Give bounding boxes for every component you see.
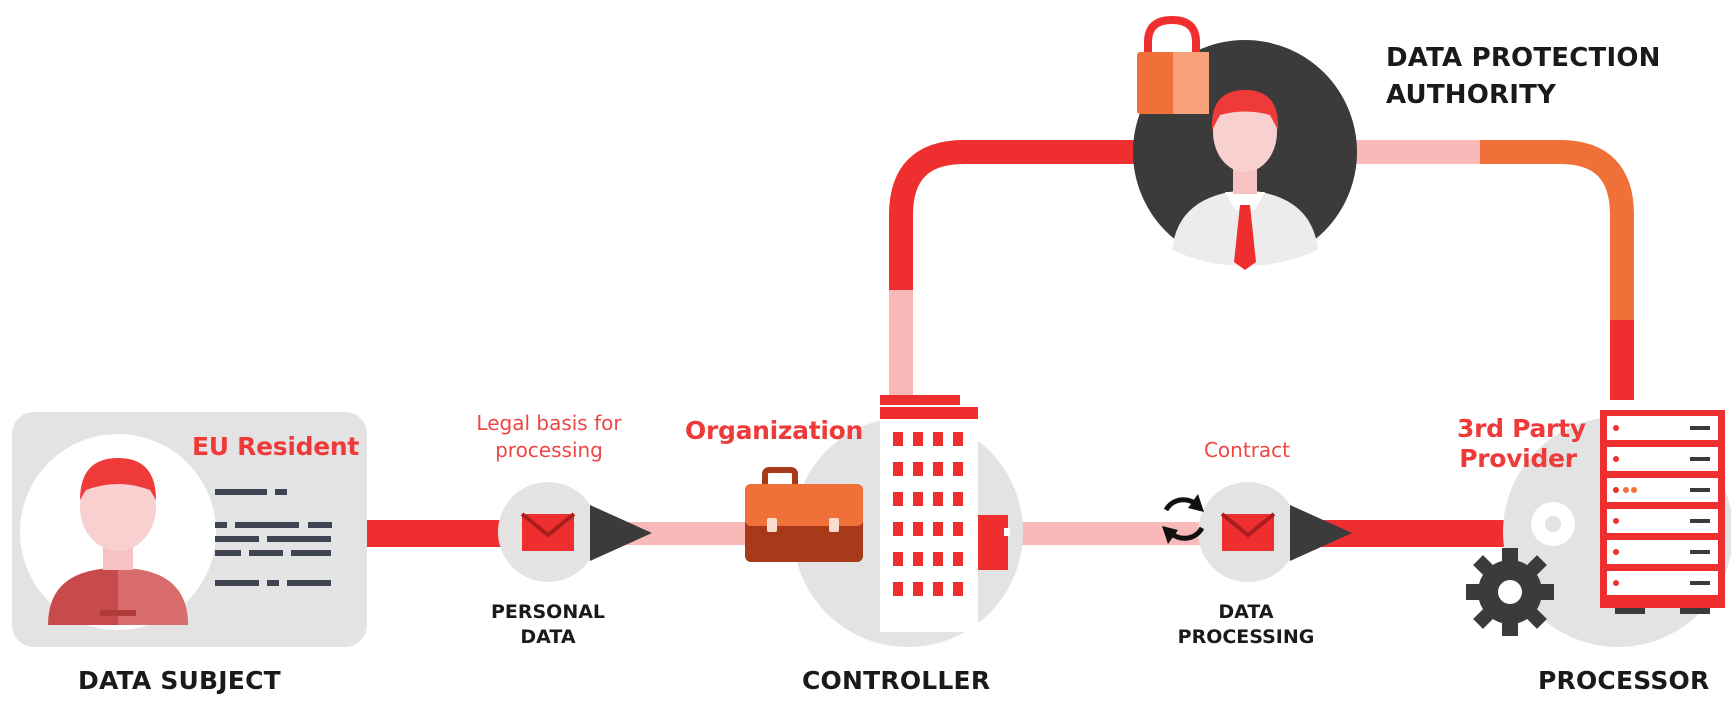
authority-node — [1133, 15, 1357, 270]
card-text-lines — [215, 489, 332, 586]
envelope-icon — [520, 512, 576, 551]
padlock-icon — [1137, 15, 1209, 114]
processor-caption: PROCESSOR — [1538, 666, 1710, 695]
third-party-provider-line1: 3rd Party — [1457, 414, 1586, 443]
data-processing-caption-line2: PROCESSING — [1177, 626, 1315, 648]
authority-title-line2: AUTHORITY — [1386, 80, 1557, 110]
eu-resident-card — [12, 412, 367, 647]
organization-title: Organization — [685, 416, 864, 445]
third-party-provider-line2: Provider — [1459, 444, 1577, 473]
controller-caption: CONTROLLER — [802, 666, 991, 695]
eu-resident-title: EU Resident — [192, 432, 360, 461]
controller-node — [745, 395, 1023, 647]
briefcase-icon — [745, 467, 863, 562]
official-person-icon — [1172, 90, 1318, 270]
authority-title: DATA PROTECTION AUTHORITY — [1386, 40, 1661, 114]
processor-node — [1466, 410, 1731, 647]
gear-icon — [1531, 502, 1575, 546]
envelope-icon — [1220, 512, 1276, 551]
personal-data-caption: PERSONAL DATA — [478, 600, 618, 650]
data-processing-caption: DATA PROCESSING — [1166, 600, 1326, 650]
building-icon — [880, 395, 1010, 632]
contract-label: Contract — [1203, 438, 1291, 462]
server-rack-icon — [1600, 410, 1725, 614]
legal-basis-label: Legal basis for processing — [476, 411, 622, 462]
third-party-provider-title: 3rd Party Provider — [1457, 414, 1586, 474]
connector-lines — [360, 140, 1634, 547]
authority-title-line1: DATA PROTECTION — [1386, 43, 1661, 73]
data-subject-caption: DATA SUBJECT — [78, 666, 281, 695]
personal-data-node — [498, 482, 652, 582]
gear-icon — [1466, 548, 1554, 636]
person-icon — [48, 458, 188, 625]
personal-data-caption-line1: PERSONAL — [490, 601, 606, 623]
data-processing-caption-line1: DATA — [1218, 601, 1274, 623]
data-processing-node — [1162, 482, 1352, 582]
sync-arrows-icon — [1162, 494, 1205, 544]
personal-data-caption-line2: DATA — [520, 626, 576, 648]
